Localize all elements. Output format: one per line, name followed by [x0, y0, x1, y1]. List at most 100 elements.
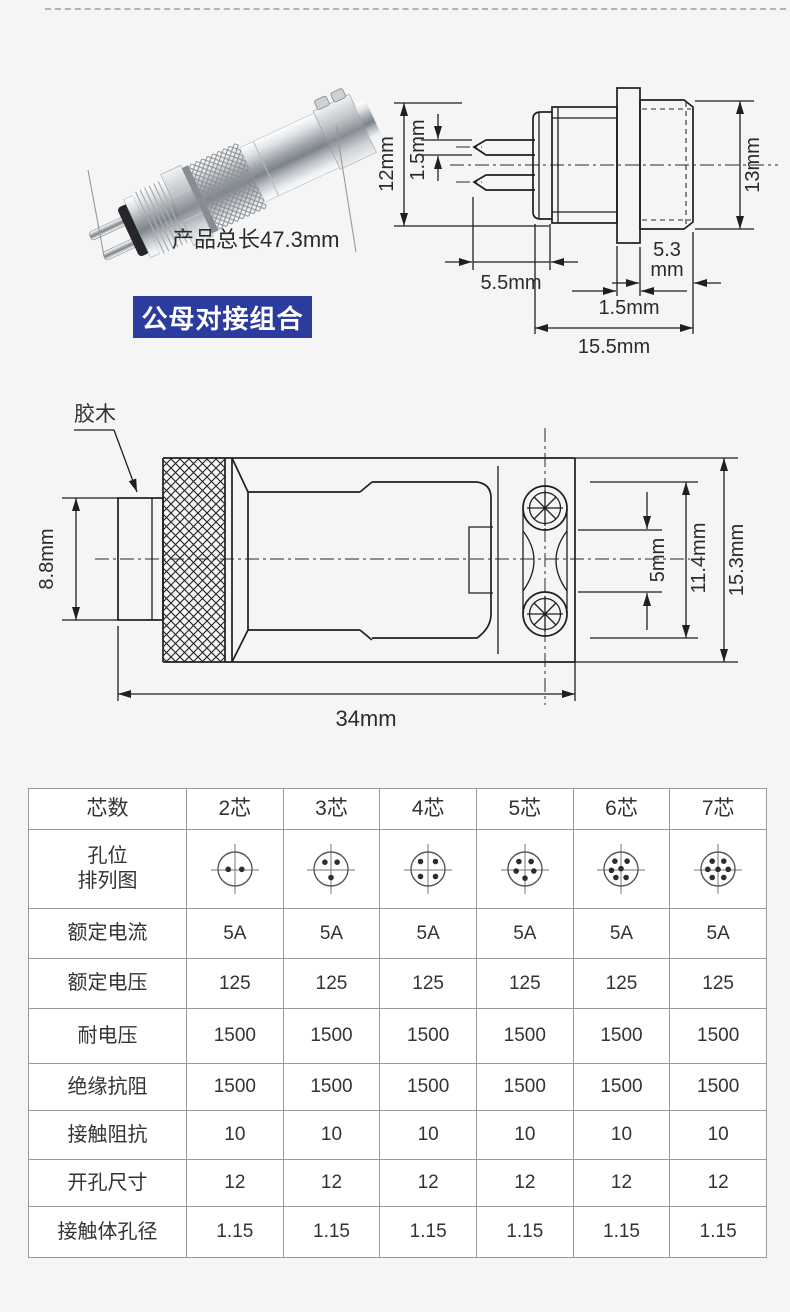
spec-col-header: 7芯 — [670, 789, 766, 829]
pin-diagram — [500, 844, 549, 894]
pin-diagram — [694, 844, 743, 894]
spec-value: 1500 — [670, 1009, 766, 1063]
spec-value: 1500 — [380, 1064, 476, 1110]
dim-34mm: 34mm — [335, 706, 396, 731]
spec-value: 1500 — [670, 1064, 766, 1110]
pin-arrangement-cell — [380, 830, 476, 908]
dim-1-5mm-flange: 1.5mm — [598, 297, 659, 319]
socket-dimension-drawing: 12mm 1.5mm 13mm 5.5mm 5.3 mm 1.5mm 15.5m… — [376, 87, 778, 358]
spec-value: 5A — [187, 909, 283, 958]
dim-13mm: 13mm — [742, 137, 764, 193]
spec-row-label: 额定电流 — [29, 909, 186, 958]
dim-5-3: 5.3 — [653, 239, 681, 261]
spec-value: 1.15 — [283, 1207, 380, 1257]
spec-value: 1500 — [283, 1064, 380, 1110]
dim-5-3-unit: mm — [650, 259, 683, 281]
connector-photo-render — [89, 88, 382, 261]
dim-12mm: 12mm — [376, 136, 398, 192]
connector-washer — [181, 165, 219, 234]
clamp-screw — [314, 95, 330, 110]
plug-dimension-drawing: 胶木 8.8mm 5mm 11.4mm 15.3mm 34mm — [36, 403, 748, 731]
spec-value: 1500 — [476, 1064, 573, 1110]
spec-row-label: 接触阻抗 — [29, 1111, 186, 1159]
pin-diagram — [210, 844, 259, 894]
spec-value: 10 — [476, 1111, 573, 1159]
spec-corner-label: 芯数 — [29, 789, 186, 829]
spec-value: 1500 — [573, 1064, 670, 1110]
leader-line-right — [335, 125, 357, 253]
dim-8-8mm: 8.8mm — [36, 528, 58, 589]
spec-value: 12 — [476, 1160, 573, 1206]
spec-value: 1500 — [187, 1064, 283, 1110]
top-divider-dashed-line — [45, 8, 786, 10]
pin-diagram — [307, 844, 356, 894]
connector-tail — [355, 101, 382, 141]
connector-front-rim — [123, 195, 161, 258]
spec-value: 5A — [573, 909, 670, 958]
socket-dimensions: 12mm 1.5mm 13mm 5.5mm 5.3 mm 1.5mm 15.5m… — [376, 100, 764, 358]
spec-value: 1.15 — [380, 1207, 476, 1257]
knurl-texture — [188, 142, 268, 231]
hex-facets — [171, 188, 203, 223]
total-length-annotation: 产品总长47.3mm — [172, 227, 339, 252]
spec-value: 10 — [573, 1111, 670, 1159]
bakelite-label: 胶木 — [74, 403, 116, 426]
pin-arrangement-cell — [670, 830, 766, 908]
dim-5-5mm: 5.5mm — [480, 272, 541, 294]
spec-value: 12 — [380, 1160, 476, 1206]
spec-value: 1500 — [187, 1009, 283, 1063]
spec-row-label: 耐电压 — [29, 1009, 186, 1063]
barrel-seam — [252, 141, 280, 197]
spec-value: 5A — [476, 909, 573, 958]
spec-value: 125 — [573, 959, 670, 1008]
spec-value: 1500 — [476, 1009, 573, 1063]
spec-col-header: 6芯 — [573, 789, 670, 829]
pin-diagram — [597, 844, 646, 894]
spec-value: 12 — [573, 1160, 670, 1206]
plug-outline — [95, 428, 690, 705]
spec-row-label: 开孔尺寸 — [29, 1160, 186, 1206]
pin-arrangement-cell — [283, 830, 380, 908]
connector-thread-collar — [131, 179, 192, 256]
spec-value: 5A — [283, 909, 380, 958]
pin-arrangement-cell — [573, 830, 670, 908]
spec-value: 125 — [380, 959, 476, 1008]
connector-front-insulator — [118, 204, 150, 256]
spec-row-label: 接触体孔径 — [29, 1207, 186, 1257]
spec-value: 125 — [187, 959, 283, 1008]
spec-col-header: 3芯 — [283, 789, 380, 829]
spec-value: 1500 — [380, 1009, 476, 1063]
dim-15-5mm: 15.5mm — [578, 336, 650, 358]
spec-value: 10 — [187, 1111, 283, 1159]
spec-value: 10 — [670, 1111, 766, 1159]
plug-dimensions: 胶木 8.8mm 5mm 11.4mm 15.3mm 34mm — [36, 403, 748, 731]
leader-line-left — [87, 169, 105, 257]
spec-row-label: 额定电压 — [29, 959, 186, 1008]
spec-value: 1.15 — [187, 1207, 283, 1257]
dim-15-3mm: 15.3mm — [726, 524, 748, 596]
bakelite-leader — [113, 429, 138, 493]
pin-arrangement-cell — [187, 830, 283, 908]
pin-diagram-row-label: 孔位排列图 — [29, 830, 186, 908]
spec-value: 12 — [187, 1160, 283, 1206]
spec-col-header: 4芯 — [380, 789, 476, 829]
spec-value: 10 — [380, 1111, 476, 1159]
spec-value: 12 — [283, 1160, 380, 1206]
product-photo: 产品总长47.3mm — [87, 88, 382, 261]
pin-arrangement-cell — [476, 830, 573, 908]
dim-11-4mm: 11.4mm — [688, 523, 710, 594]
dim-1-5mm-pin: 1.5mm — [407, 119, 429, 180]
spec-value: 125 — [476, 959, 573, 1008]
spec-row-label: 绝缘抗阻 — [29, 1064, 186, 1110]
dim-5mm: 5mm — [647, 538, 669, 582]
thread-lines — [135, 181, 188, 254]
spec-value: 125 — [283, 959, 380, 1008]
spec-value: 1.15 — [670, 1207, 766, 1257]
spec-value: 5A — [380, 909, 476, 958]
spec-value: 12 — [670, 1160, 766, 1206]
clamp-screw — [330, 88, 346, 103]
pin-diagram — [404, 844, 453, 894]
spec-col-header: 5芯 — [476, 789, 573, 829]
spec-value: 10 — [283, 1111, 380, 1159]
